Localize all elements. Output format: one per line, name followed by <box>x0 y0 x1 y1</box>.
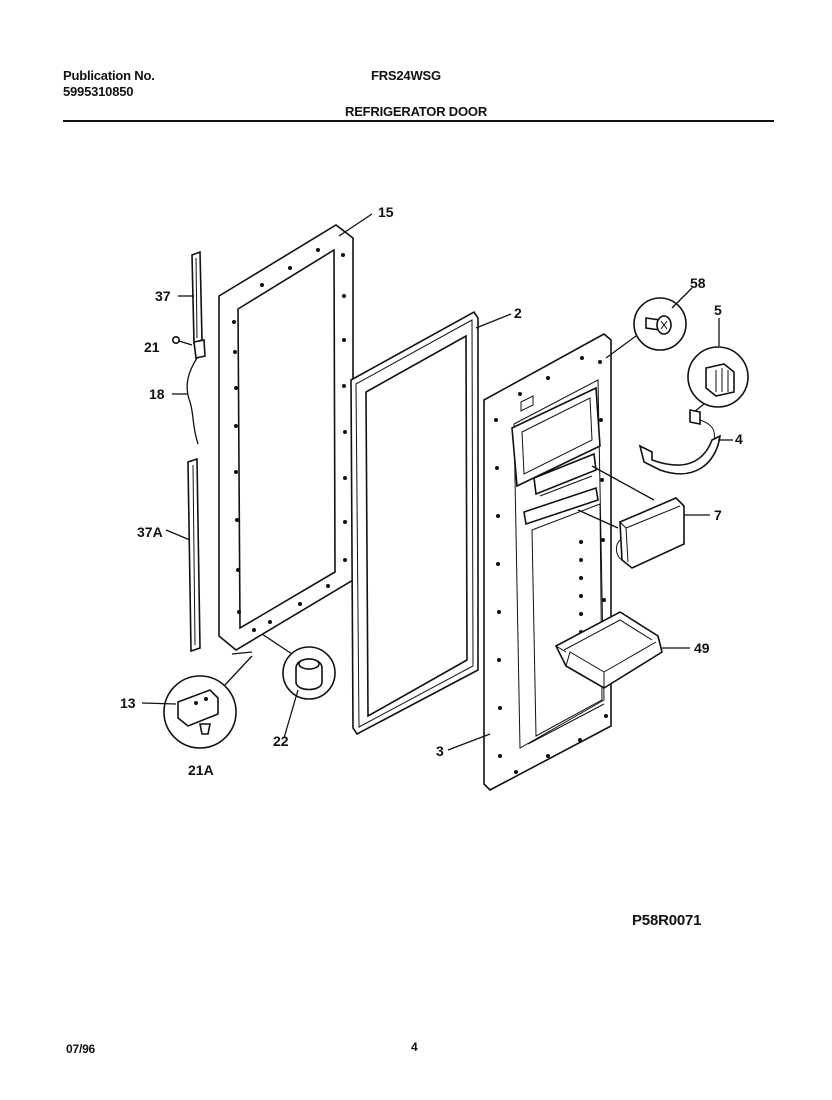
part-7-bin-cover <box>577 465 685 569</box>
part-3-door-liner <box>483 333 612 791</box>
callout-labels: 15 2 58 5 4 7 49 3 37 21 18 37A 13 21A 2… <box>120 204 743 778</box>
callout-7: 7 <box>714 507 722 523</box>
drawing-code: P58R0071 <box>632 912 702 929</box>
liner-screw-holes <box>494 356 608 774</box>
callout-37: 37 <box>155 288 171 304</box>
page-number: 4 <box>411 1040 418 1054</box>
header-divider <box>63 120 774 122</box>
part-58-screw-detail <box>605 297 687 359</box>
part-15-door-frame <box>218 224 354 651</box>
callout-15: 15 <box>378 204 394 220</box>
callout-4: 4 <box>735 431 743 447</box>
part-37a-lower-strip <box>187 457 201 653</box>
part-18-wire-harness <box>186 339 206 445</box>
liner-shelf-slots <box>579 540 583 634</box>
part-5-clip-detail <box>687 346 749 413</box>
callout-18: 18 <box>149 386 165 402</box>
part-37-upper-strip <box>191 250 203 345</box>
callout-5: 5 <box>714 302 722 318</box>
callout-58: 58 <box>690 275 706 291</box>
publication-number: 5995310850 <box>63 84 134 99</box>
model-number: FRS24WSG <box>371 68 441 83</box>
leader-lines <box>141 213 733 751</box>
part-49-door-bin <box>554 611 663 689</box>
callout-22: 22 <box>273 733 289 749</box>
section-title: REFRIGERATOR DOOR <box>345 104 488 119</box>
part-2-door-gasket <box>350 310 479 736</box>
footer-date: 07/96 <box>66 1042 96 1056</box>
part-22-door-stop-detail <box>261 633 336 700</box>
frame-screw-holes <box>232 248 347 632</box>
callout-21: 21 <box>144 339 160 355</box>
callout-2: 2 <box>514 305 522 321</box>
part-4-bracket <box>638 409 722 475</box>
callout-13: 13 <box>120 695 136 711</box>
part-13-hinge-bracket-detail <box>163 651 253 749</box>
callout-37a: 37A <box>137 524 163 540</box>
callout-49: 49 <box>694 640 710 656</box>
publication-label: Publication No. <box>63 68 155 83</box>
callout-3: 3 <box>436 743 444 759</box>
callout-21a: 21A <box>188 762 214 778</box>
part-21-screw <box>172 335 193 346</box>
